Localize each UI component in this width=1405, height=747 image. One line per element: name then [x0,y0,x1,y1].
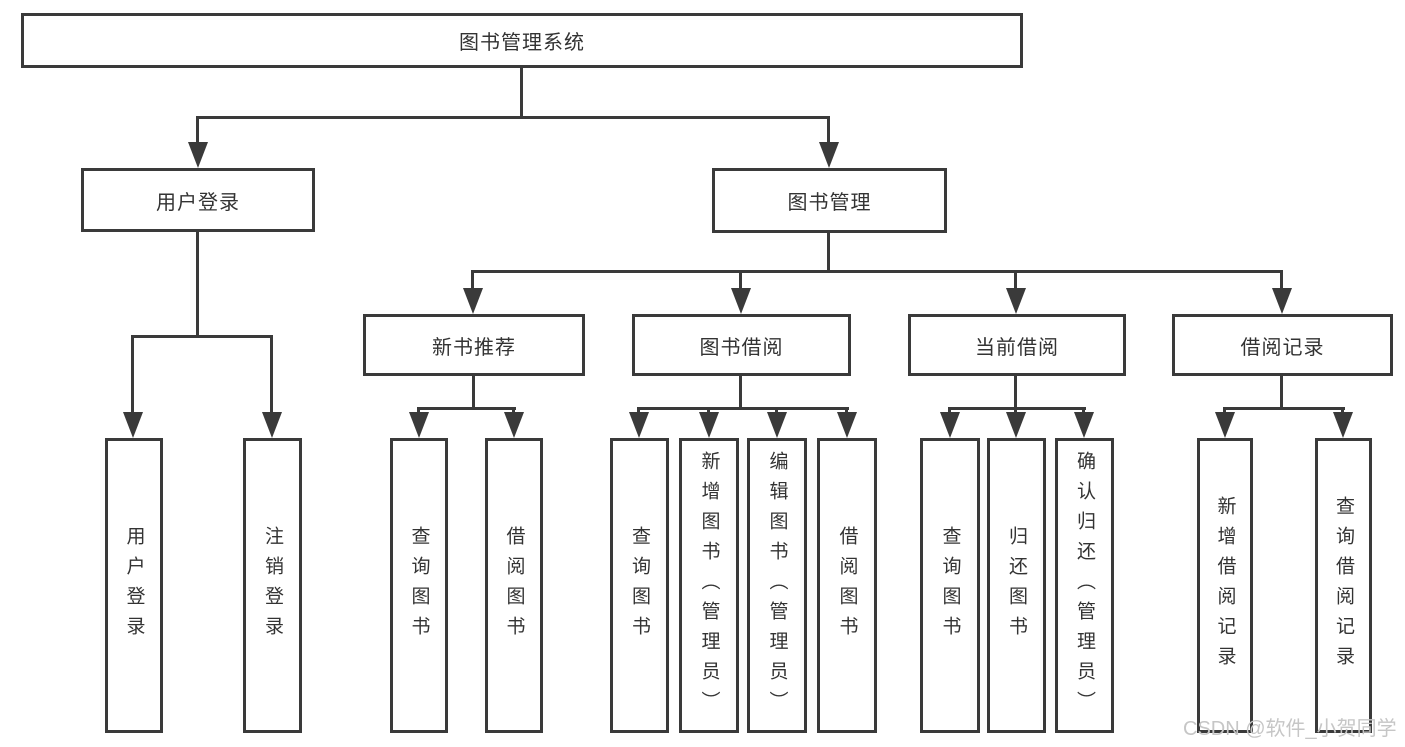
node-label: 图书借阅 [699,336,784,359]
leaf-confirm-return-admin: 确认归还（管理员） [1055,438,1114,733]
node-label: 新书推荐 [432,336,516,359]
arrow-down-icon [940,412,960,438]
node-label: 图书管理系统 [459,32,585,54]
leaf-search-books-borrowing: 查询图书 [610,438,669,733]
arrow-down-icon [262,412,282,438]
connector-line [512,407,515,414]
node-library-system: 图书管理系统 [21,13,1023,68]
node-label: 归还图书 [1006,525,1027,646]
node-book-borrowing: 图书借阅 [632,314,851,376]
leaf-add-borrow-record: 新增借阅记录 [1197,438,1253,733]
node-label: 查询图书 [629,525,650,646]
node-label: 新增借阅记录 [1214,495,1236,676]
node-label: 借阅记录 [1240,336,1325,359]
leaf-search-borrow-record: 查询借阅记录 [1315,438,1372,733]
arrow-down-icon [1074,412,1094,438]
connector-line [196,116,830,119]
connector-line [1341,407,1344,414]
arrow-down-icon [1006,288,1026,314]
csdn-watermark: CSDN @软件_小贺同学 [1183,718,1397,740]
arrow-down-icon [731,288,751,314]
node-borrow-records: 借阅记录 [1172,314,1393,376]
connector-line [417,407,516,410]
node-book-management: 图书管理 [712,168,947,233]
arrow-down-icon [1215,412,1235,438]
connector-line [196,116,199,144]
leaf-user-login: 用户登录 [105,438,163,733]
connector-line [472,376,475,407]
connector-line [1223,407,1226,414]
arrow-down-icon [409,412,429,438]
node-label: 图书管理 [787,192,872,214]
arrow-down-icon [463,288,483,314]
connector-line [1014,407,1017,414]
connector-line [827,233,830,270]
connector-line [1280,270,1283,290]
leaf-edit-books-admin: 编辑图书（管理员） [747,438,807,733]
node-label: 编辑图书（管理员） [766,450,788,721]
node-user-login-group: 用户登录 [81,168,315,232]
node-label: 确认归还（管理员） [1074,450,1095,721]
connector-line [739,376,742,407]
connector-line [637,407,849,410]
arrow-down-icon [629,412,649,438]
connector-line [1082,407,1085,414]
leaf-borrow-books-recommend: 借阅图书 [485,438,543,733]
arrow-down-icon [123,412,143,438]
node-label: 查询图书 [408,525,430,646]
node-current-borrowing: 当前借阅 [908,314,1126,376]
connector-line [520,68,523,117]
leaf-return-books: 归还图书 [987,438,1046,733]
connector-line [637,407,640,414]
arrow-down-icon [188,142,208,168]
connector-line [1014,270,1017,290]
node-label: 借阅图书 [836,525,858,646]
leaf-logout: 注销登录 [243,438,302,733]
connector-line [131,335,273,338]
connector-line [1280,376,1283,407]
arrow-down-icon [1006,412,1026,438]
connector-line [1223,407,1345,410]
node-label: 注销登录 [262,525,283,646]
node-label: 当前借阅 [975,336,1059,359]
leaf-search-books-recommend: 查询图书 [390,438,448,733]
arrow-down-icon [767,412,787,438]
node-label: 新增图书（管理员） [698,450,720,721]
leaf-search-books-current: 查询图书 [920,438,980,733]
connector-line [948,407,951,414]
connector-line [739,270,742,290]
arrow-down-icon [837,412,857,438]
leaf-borrow-books: 借阅图书 [817,438,877,733]
node-label: 用户登录 [156,191,240,214]
leaf-add-books-admin: 新增图书（管理员） [679,438,739,733]
connector-line [270,335,273,414]
connector-line [1014,376,1017,407]
node-label: 借阅图书 [503,525,525,646]
connector-line [471,270,1283,273]
node-label: 查询借阅记录 [1333,495,1354,676]
node-new-book-recommend: 新书推荐 [363,314,585,376]
connector-line [845,407,848,414]
arrow-down-icon [819,142,839,168]
node-label: 用户登录 [123,525,145,646]
arrow-down-icon [1333,412,1353,438]
connector-line [707,407,710,414]
connector-line [827,116,830,144]
arrow-down-icon [504,412,524,438]
connector-line [948,407,1086,410]
connector-line [196,232,199,335]
node-label: 查询图书 [939,525,961,646]
connector-line [471,270,474,290]
arrow-down-icon [1272,288,1292,314]
connector-line [775,407,778,414]
connector-line [131,335,134,414]
connector-line [417,407,420,414]
arrow-down-icon [699,412,719,438]
